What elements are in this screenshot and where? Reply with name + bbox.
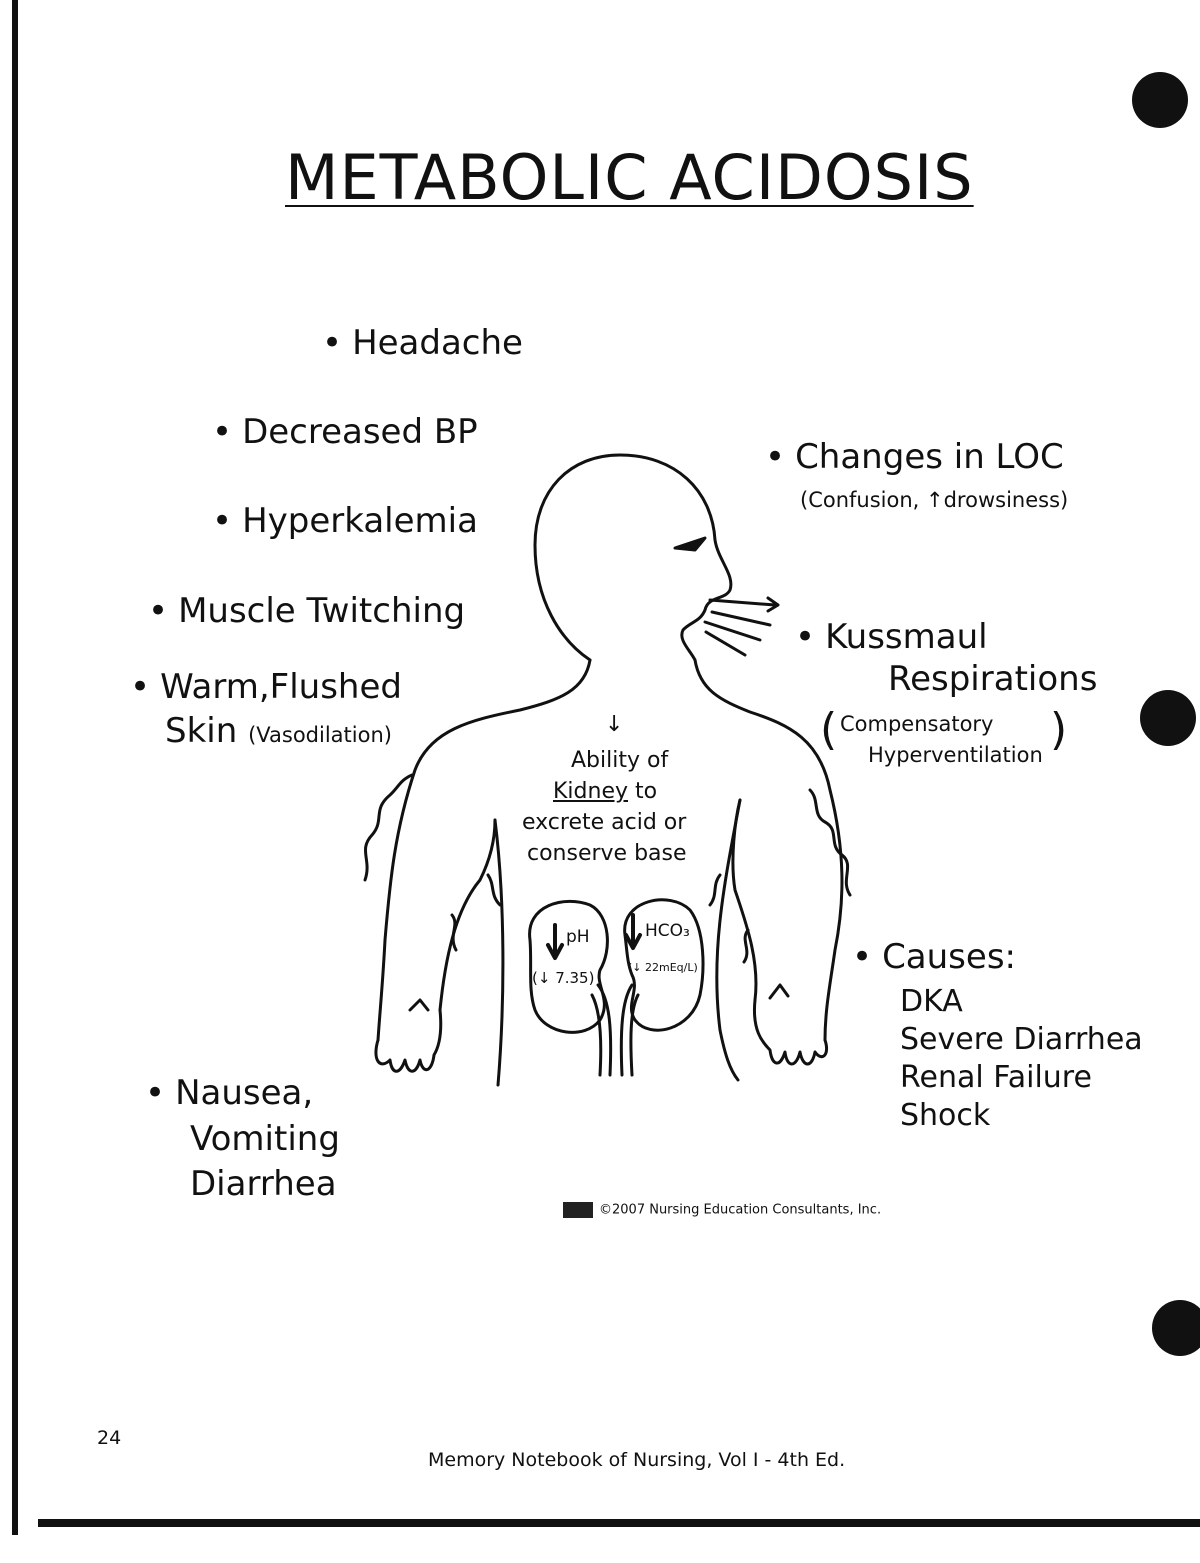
- symptom-warm-flushed: Warm,Flushed: [130, 667, 402, 707]
- punch-hole-icon: [1140, 690, 1196, 746]
- right-hand: [752, 998, 829, 1066]
- cause-item: Shock: [900, 1098, 991, 1133]
- left-hand: [374, 1008, 443, 1073]
- symptom-loc-detail: (Confusion, ↑drowsiness): [800, 488, 1069, 512]
- page-bottom-border: [38, 1519, 1200, 1527]
- kidney-note-line2: Kidney to: [553, 779, 657, 804]
- hco3-label: HCO₃: [645, 921, 690, 941]
- symptom-label: Hyperkalemia: [242, 501, 478, 541]
- symptom-respirations: Respirations: [888, 659, 1098, 699]
- symptom-label: Muscle Twitching: [178, 591, 466, 631]
- breath-arrows-icon: [703, 596, 780, 657]
- punch-hole-icon: [1152, 1300, 1200, 1356]
- symptom-label: Nausea,: [175, 1073, 314, 1113]
- symptom-skin: Skin (Vasodilation): [165, 711, 392, 751]
- punch-hole-icon: [1132, 72, 1188, 128]
- symptom-label: Kussmaul: [825, 617, 988, 657]
- kidney-note-line3: excrete acid or: [522, 810, 687, 835]
- ph-value: (↓ 7.35): [532, 969, 595, 987]
- symptom-loc: Changes in LOC: [765, 437, 1064, 477]
- symptom-label: Skin: [165, 711, 238, 751]
- symptom-diarrhea: Diarrhea: [190, 1164, 337, 1204]
- book-title-footer: Memory Notebook of Nursing, Vol I - 4th …: [428, 1449, 846, 1471]
- symptom-label: Changes in LOC: [795, 437, 1064, 477]
- causes-header: Causes:: [852, 937, 1016, 977]
- symptom-hyperkalemia: Hyperkalemia: [212, 501, 478, 541]
- eye-icon: [673, 536, 707, 552]
- down-arrow-icon: ↓: [605, 712, 624, 737]
- symptom-kussmaul: Kussmaul: [795, 617, 988, 657]
- torso-outline: [376, 658, 592, 1042]
- symptom-muscle-twitching: Muscle Twitching: [148, 591, 466, 631]
- right-kidney: [623, 898, 705, 1032]
- kidney-note-line4: conserve base: [527, 841, 687, 866]
- paren-right: ): [1050, 704, 1068, 755]
- symptom-label: Decreased BP: [242, 412, 478, 452]
- symptom-decreased-bp: Decreased BP: [212, 412, 478, 452]
- kidney-note-to: to: [628, 779, 658, 804]
- ph-label: pH: [566, 927, 590, 947]
- symptom-hyperventilation: Hyperventilation: [868, 743, 1043, 767]
- copyright-line: ©2007 Nursing Education Consultants, Inc…: [563, 1202, 881, 1218]
- symptom-detail: (Vasodilation): [248, 723, 392, 747]
- symptom-vomiting: Vomiting: [190, 1119, 340, 1159]
- symptom-label: Warm,Flushed: [160, 667, 402, 707]
- symptom-nausea: Nausea,: [145, 1073, 314, 1113]
- cause-item: Renal Failure: [900, 1060, 1092, 1095]
- nec-logo-icon: [563, 1202, 593, 1218]
- page-number: 24: [97, 1427, 122, 1449]
- page-left-border: [12, 0, 18, 1535]
- causes-label: Causes:: [882, 937, 1016, 977]
- symptom-headache: Headache: [322, 323, 523, 363]
- kidney-note-line1: Ability of: [571, 748, 669, 773]
- cause-item: DKA: [900, 984, 963, 1019]
- left-kidney: [528, 899, 609, 1034]
- kidney-word: Kidney: [553, 779, 629, 804]
- cause-item: Severe Diarrhea: [900, 1022, 1143, 1057]
- page-title: METABOLIC ACIDOSIS: [285, 141, 974, 214]
- symptom-label: Headache: [352, 323, 523, 363]
- head-outline: [533, 453, 733, 662]
- symptom-compensatory: Compensatory: [840, 712, 994, 736]
- paren-left: (: [820, 704, 838, 755]
- hco3-value: (↓ 22mEq/L): [628, 961, 698, 974]
- copyright-text: ©2007 Nursing Education Consultants, Inc…: [599, 1202, 882, 1218]
